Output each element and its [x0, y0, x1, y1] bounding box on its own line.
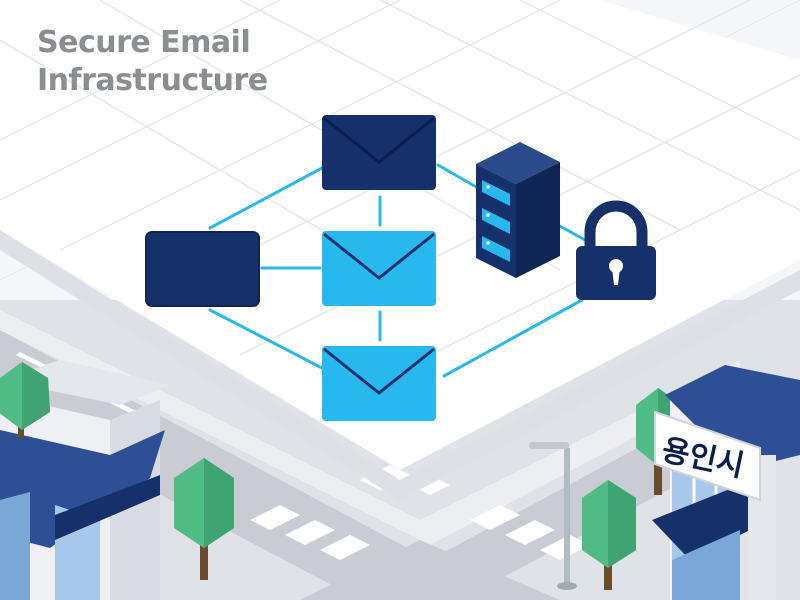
connector-block-top — [208, 166, 324, 230]
tree-left-front — [174, 458, 234, 580]
city-sign: 용인시 — [654, 410, 761, 502]
connector-server-lock — [556, 223, 587, 242]
tree-right-front — [582, 480, 636, 590]
connector-block-bottom — [208, 308, 324, 370]
connector-top-server — [436, 163, 480, 190]
tree-left-back — [0, 362, 50, 438]
middle-envelope — [322, 231, 436, 306]
padlock-icon — [576, 200, 656, 300]
central-server-block — [145, 231, 260, 307]
server-lights — [486, 185, 490, 245]
title-line-2: Infrastructure — [37, 63, 268, 98]
page-title: Secure Email Infrastructure — [37, 24, 268, 100]
street-lamp — [529, 442, 577, 590]
connector-bottom-lock — [442, 298, 584, 378]
server-rack — [476, 142, 560, 278]
top-envelope — [322, 115, 436, 190]
server-drive-slots — [482, 180, 510, 262]
title-line-1: Secure Email — [37, 25, 251, 60]
bottom-envelope — [322, 346, 436, 421]
left-building — [0, 360, 170, 600]
connector-lines — [208, 163, 587, 378]
